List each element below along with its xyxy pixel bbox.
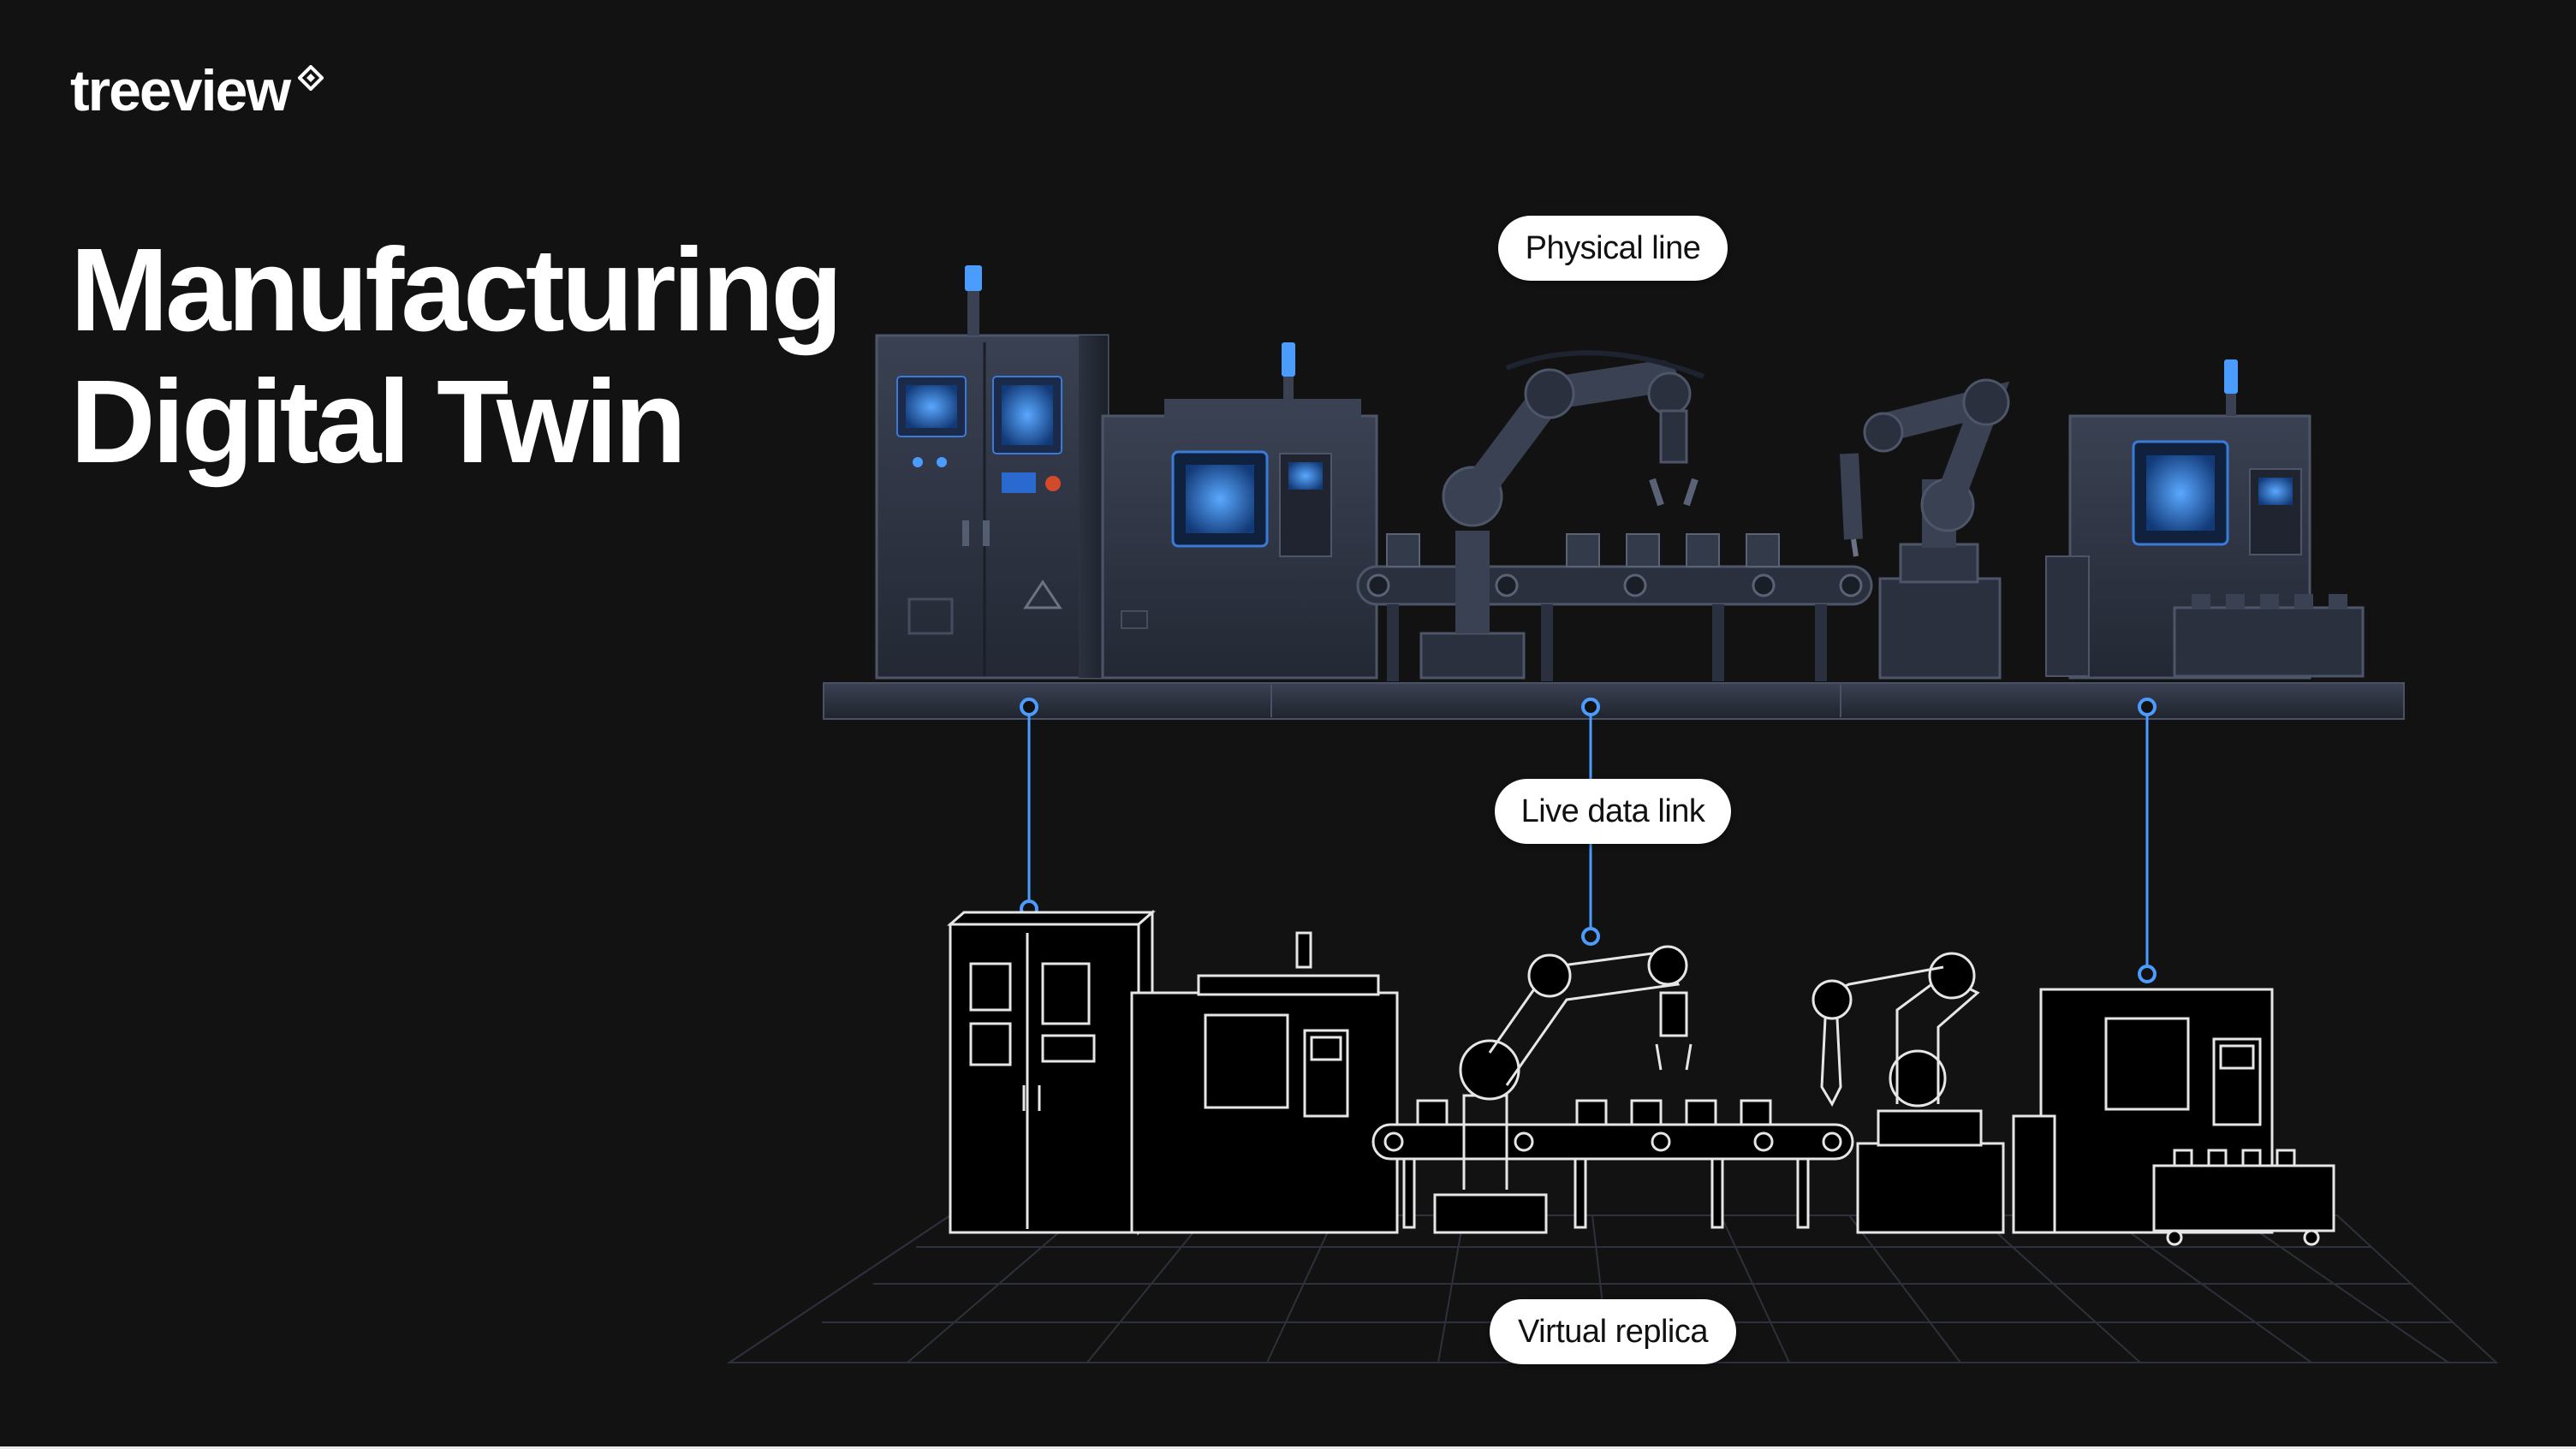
- physical-platform: [823, 682, 2405, 720]
- virtual-cnc-machine: [1130, 931, 1399, 1234]
- virtual-line: [947, 909, 2335, 1246]
- virtual-conveyor: [1371, 1099, 1854, 1229]
- label-physical-line: Physical line: [1498, 216, 1728, 281]
- virtual-control-cabinet: [947, 909, 1156, 1236]
- physical-robot-arm: [1419, 350, 1705, 680]
- virtual-packaging-machine: [2012, 988, 2335, 1246]
- label-live-data-link: Live data link: [1495, 779, 1731, 844]
- status-light-icon: [965, 265, 982, 291]
- link-nodes: [1020, 698, 2157, 983]
- warning-icon: [1023, 579, 1062, 609]
- physical-welding-robot: [1840, 378, 2010, 680]
- brand-logo: treeview: [70, 62, 324, 120]
- physical-cnc-machine: [1101, 342, 1378, 680]
- label-virtual-replica: Virtual replica: [1490, 1299, 1736, 1364]
- title-line-1: Manufacturing: [70, 224, 843, 356]
- physical-packaging-machine: [2045, 359, 2365, 680]
- physical-control-cabinet: [875, 265, 1110, 680]
- treeview-logo-icon: [298, 65, 324, 91]
- physical-line: [823, 265, 2405, 720]
- virtual-welding-robot: [1812, 952, 2005, 1234]
- bottom-border: [0, 1446, 2576, 1449]
- virtual-robot-arm: [1433, 945, 1693, 1234]
- brand-name: treeview: [70, 58, 291, 123]
- page-title: Manufacturing Digital Twin: [70, 224, 843, 488]
- title-line-2: Digital Twin: [70, 356, 687, 488]
